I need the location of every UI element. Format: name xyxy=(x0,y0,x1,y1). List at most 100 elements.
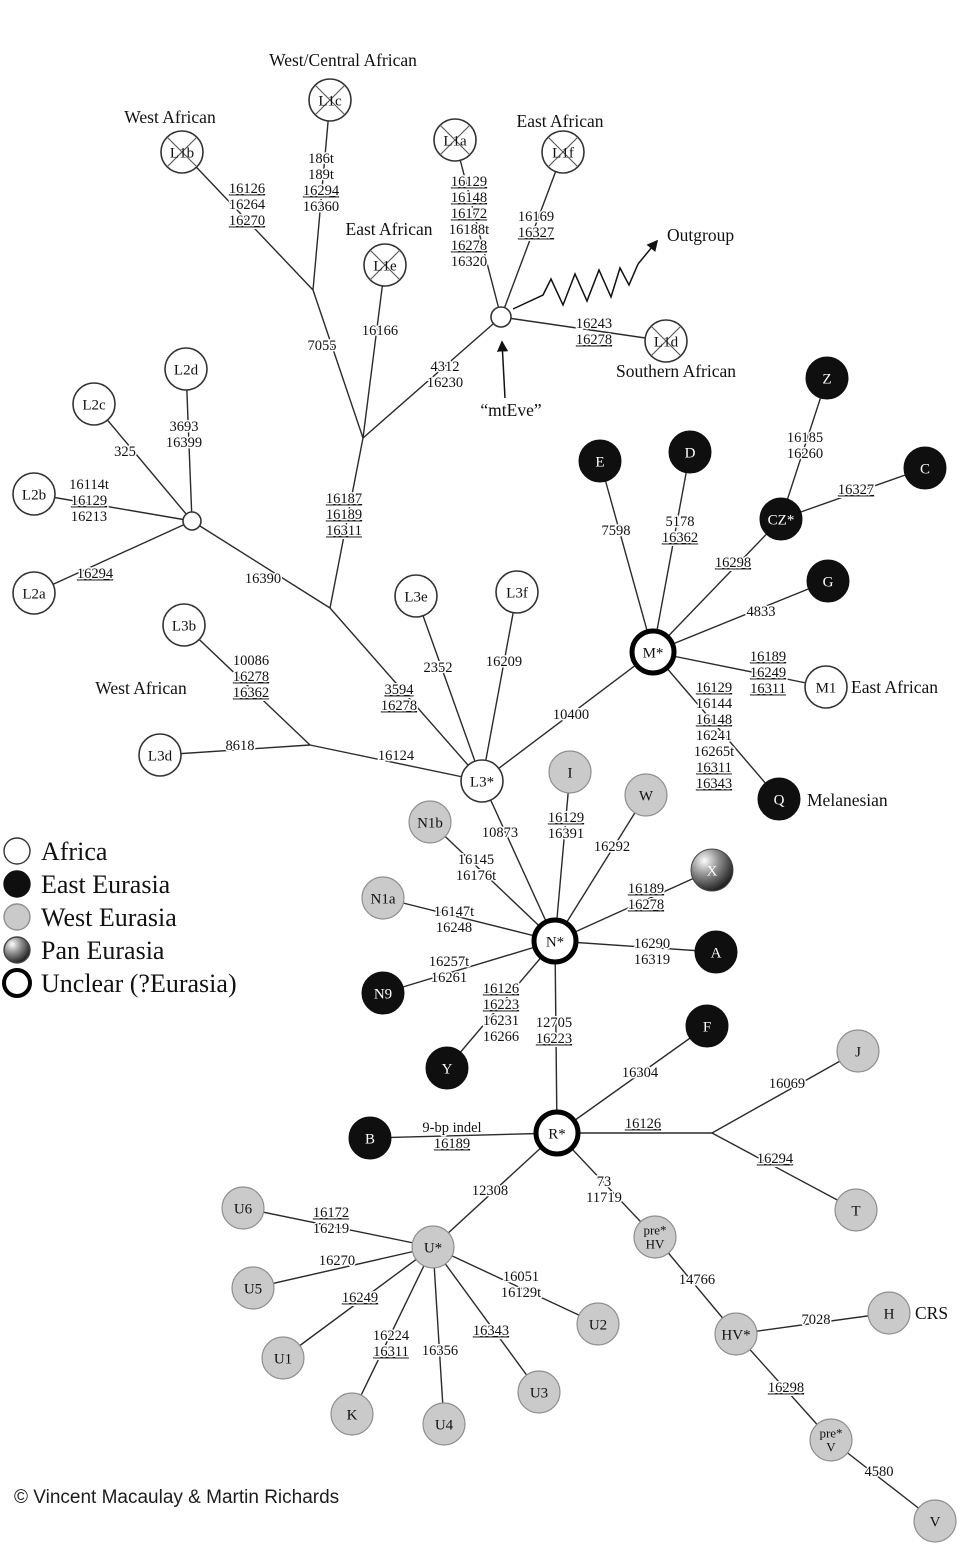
mutation-label: 16327 xyxy=(518,225,554,241)
edge-j2-jL2 xyxy=(191,520,331,609)
node-circle-U5 xyxy=(231,1266,275,1310)
mutation-label: 16290 xyxy=(634,936,670,952)
edge-L3star-Mstar xyxy=(481,651,654,782)
node-circle-V xyxy=(913,1499,957,1543)
node-circle-U2 xyxy=(576,1302,620,1346)
node-circle-U1 xyxy=(261,1336,305,1380)
node-J: J xyxy=(836,1029,880,1073)
node-label-W: W xyxy=(639,788,654,804)
edge-Mstar-G xyxy=(652,580,829,653)
legend-label-west: West Eurasia xyxy=(41,903,177,932)
node-circle-K xyxy=(330,1392,374,1436)
mutation-label: 16257t xyxy=(429,954,469,970)
mutation-label: 16129 xyxy=(451,174,487,190)
edge-L3star-Nstar xyxy=(481,780,556,942)
node-circle-L2d xyxy=(164,347,208,391)
node-circle-F xyxy=(685,1004,729,1048)
node-circle-Z xyxy=(805,356,849,400)
mutation-label: 7055 xyxy=(308,338,337,354)
edge-HVstar-H xyxy=(735,1312,890,1335)
node-L2d: L2d xyxy=(164,347,208,391)
mteve-arrow xyxy=(496,340,509,399)
edge-Nstar-Y xyxy=(446,940,556,1069)
node-circle-N1a xyxy=(361,876,405,920)
legend-label-pan: Pan Eurasia xyxy=(41,936,165,965)
mutation-label: 16129 xyxy=(696,680,732,696)
region-label-2: East African xyxy=(517,111,604,131)
node-CZstar: CZ* xyxy=(759,497,803,541)
node-N9: N9 xyxy=(361,971,405,1015)
mutation-label: 16126 xyxy=(625,1116,661,1132)
edge-CZstar-Z xyxy=(780,377,828,520)
node-circle-HVstar xyxy=(714,1312,758,1356)
node-circle-D xyxy=(668,430,712,474)
node-label-U4: U4 xyxy=(435,1417,454,1433)
node-circle-U3 xyxy=(517,1370,561,1414)
node-label-K: K xyxy=(347,1407,358,1423)
node-circle-L2a xyxy=(12,571,56,615)
junction-node-jL2 xyxy=(182,511,202,531)
legend-swatch-pan xyxy=(3,936,31,964)
mutation-label: 16129t xyxy=(501,1285,541,1301)
region-label-10: CRS xyxy=(915,1303,948,1323)
node-label-Nstar: N* xyxy=(546,934,564,950)
mutation-label: 16166 xyxy=(362,323,398,339)
node-M1: M1 xyxy=(804,665,848,709)
edge-jL2-L2a xyxy=(33,520,193,594)
legend-swatch-east xyxy=(3,870,31,898)
mutation-label: 16223 xyxy=(536,1031,572,1047)
mutation-label: 16213 xyxy=(71,509,107,525)
mutation-label: 16188t xyxy=(449,222,489,238)
region-label-6: “mtEve” xyxy=(480,400,541,420)
node-label-E: E xyxy=(595,454,604,470)
node-circle-Rstar xyxy=(533,1109,581,1157)
edge-root-L1a xyxy=(454,139,502,318)
node-cross-mark xyxy=(439,124,471,156)
mutation-label: 16129 xyxy=(548,810,584,826)
mutation-label: 10400 xyxy=(553,707,589,723)
node-label-X: X xyxy=(707,863,718,879)
edge-Rstar-B xyxy=(369,1132,558,1139)
node-label-U6: U6 xyxy=(234,1201,253,1217)
region-label-3: East African xyxy=(346,219,433,239)
outgroup-zigzag-line xyxy=(512,263,639,310)
node-label-preHV: HV xyxy=(646,1237,665,1252)
node-circle-X xyxy=(690,848,734,892)
node-circle-N9 xyxy=(361,971,405,1015)
mutation-label: 10086 xyxy=(233,653,269,669)
mutation-label: 16223 xyxy=(483,997,519,1013)
edge-preV-V xyxy=(830,1439,936,1522)
mutation-label: 16176t xyxy=(456,868,496,884)
legend-item-east: East Eurasia xyxy=(3,870,171,899)
mutation-label: 16126 xyxy=(483,981,519,997)
mutation-label: 16187 xyxy=(326,491,362,507)
edge-L1c-jL1bc xyxy=(312,99,331,291)
node-circle-Q xyxy=(757,777,801,821)
region-label-0: West/Central African xyxy=(269,50,417,70)
node-label-preV: V xyxy=(826,1440,836,1455)
mutation-label: 16343 xyxy=(696,776,732,792)
tree-edges xyxy=(33,99,936,1522)
mutation-label: 16390 xyxy=(245,571,281,587)
node-label-N1b: N1b xyxy=(417,815,443,831)
node-C: C xyxy=(903,446,947,490)
edge-Ustar-U6 xyxy=(242,1207,434,1248)
node-U3: U3 xyxy=(517,1370,561,1414)
mutation-label: 7598 xyxy=(602,523,631,539)
region-label-1: West African xyxy=(124,107,216,127)
mutation-label: 14766 xyxy=(679,1272,715,1288)
edge-Nstar-X xyxy=(554,869,713,942)
node-circle-W xyxy=(624,773,668,817)
mutation-label: 16189 xyxy=(434,1136,470,1152)
node-circle-M1 xyxy=(804,665,848,709)
mutation-label: 186t xyxy=(308,151,334,167)
node-circle-Ustar xyxy=(411,1225,455,1269)
node-label-D: D xyxy=(685,445,696,461)
legend-swatch-africa xyxy=(3,837,31,865)
node-label-U1: U1 xyxy=(274,1351,292,1367)
node-label-L3star: L3* xyxy=(470,774,494,790)
node-label-L2b: L2b xyxy=(22,487,46,503)
legend-label-unclear: Unclear (?Eurasia) xyxy=(41,969,237,998)
